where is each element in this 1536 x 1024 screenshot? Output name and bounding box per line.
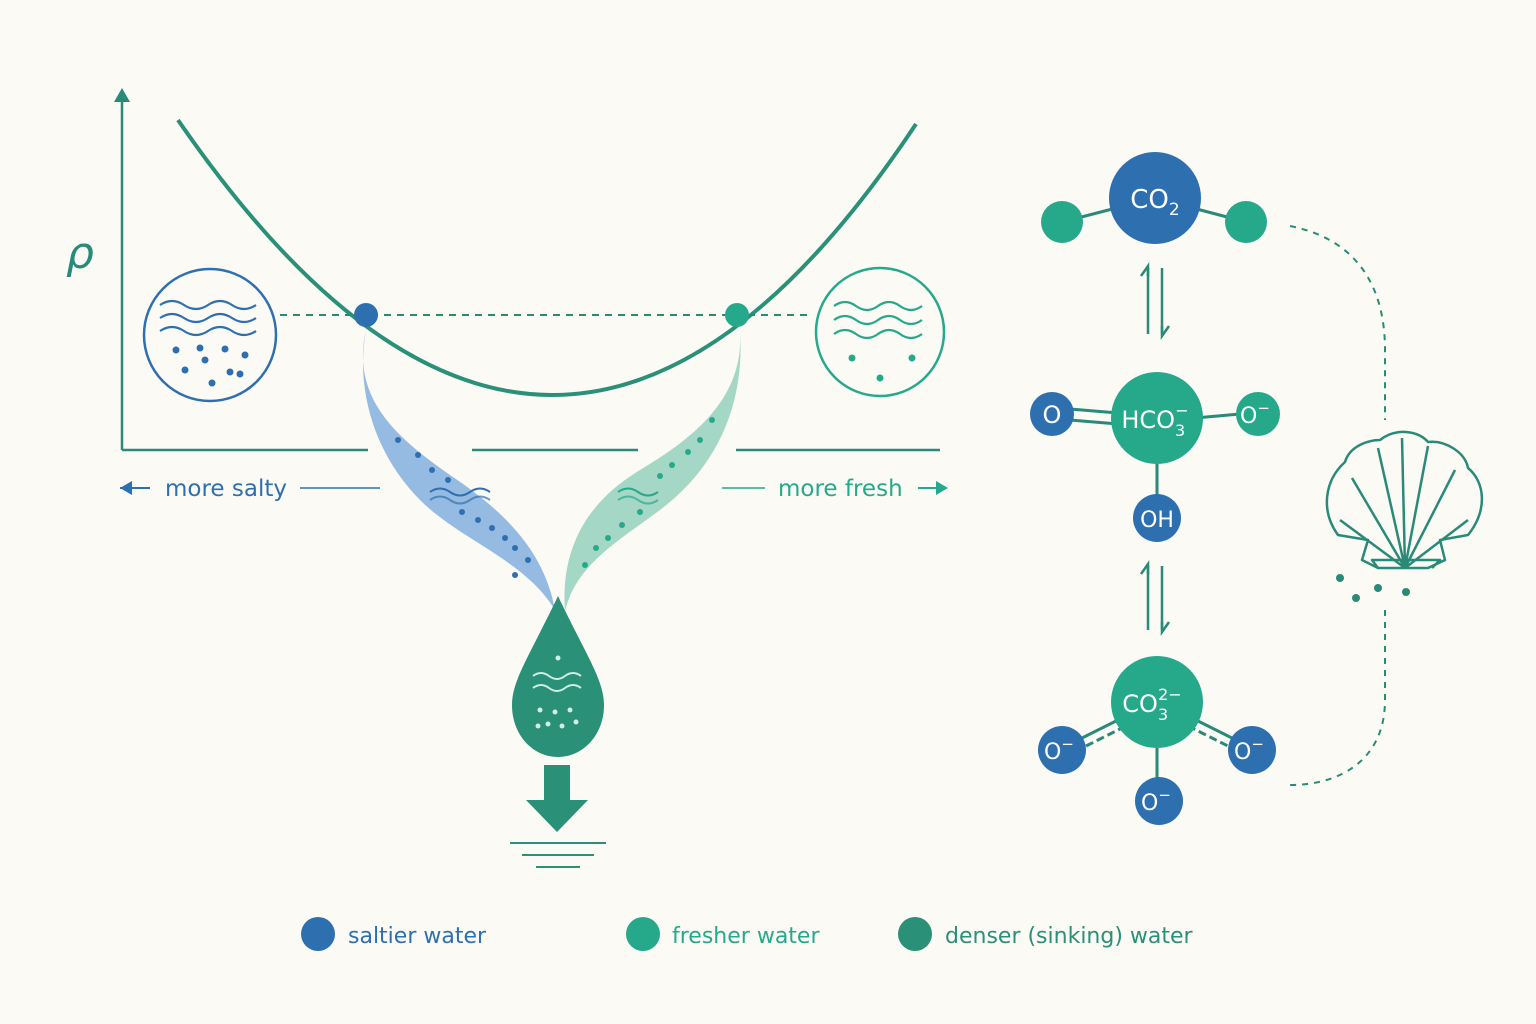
more-fresh-label: more fresh xyxy=(778,476,903,502)
co2-left-atom xyxy=(1041,201,1083,243)
more-fresh-label-group: more fresh xyxy=(722,476,948,502)
carbonate-oxide-left-label: O− xyxy=(1044,735,1074,765)
sink-arrow-icon xyxy=(510,765,606,868)
arrow-right-head-icon xyxy=(936,481,948,495)
legend-label-denser: denser (sinking) water xyxy=(945,924,1194,949)
legend-label-saltier: saltier water xyxy=(348,924,487,949)
co2-molecule: CO2 xyxy=(1041,152,1267,244)
bicarbonate-molecule: O HCO3− O− OH xyxy=(1030,372,1280,542)
more-salty-label-group: more salty xyxy=(120,476,380,502)
salty-point xyxy=(354,303,378,327)
legend: saltier water fresher water denser (sink… xyxy=(301,917,1194,951)
cycle-path-bottom xyxy=(1289,610,1386,786)
salty-stream xyxy=(362,330,555,610)
shell-particles xyxy=(1336,574,1410,602)
fresh-stream xyxy=(564,330,741,612)
carbonate-center xyxy=(1111,656,1203,748)
legend-swatch-fresher xyxy=(626,917,660,951)
legend-item-denser: denser (sinking) water xyxy=(898,917,1194,951)
y-axis-label: ρ xyxy=(66,228,94,279)
arrow-left-head-icon xyxy=(120,481,132,495)
fresh-water-icon xyxy=(814,266,946,398)
carbonate-chemistry: CO2 O HCO3− O− OH xyxy=(1030,152,1484,825)
density-graph: ρ xyxy=(66,88,948,868)
carbonate-label: CO32− xyxy=(1122,685,1181,724)
hydroxyl-atom xyxy=(1133,494,1181,542)
more-salty-label: more salty xyxy=(165,476,287,502)
equilibrium-arrows-icon xyxy=(1139,262,1171,340)
fresh-point xyxy=(725,303,749,327)
oxide-label: O− xyxy=(1240,399,1270,429)
carbonate-oxide-right xyxy=(1228,726,1276,774)
legend-label-fresher: fresher water xyxy=(672,924,820,949)
carbonate-oxide-bottom-label: O− xyxy=(1141,786,1171,816)
legend-swatch-denser xyxy=(898,917,932,951)
carbonate-oxide-left xyxy=(1038,726,1086,774)
oxygen-label: O xyxy=(1043,401,1062,429)
carbonate-oxide-bottom xyxy=(1135,777,1183,825)
equilibrium-arrows-icon-2 xyxy=(1139,560,1171,636)
cycle-path-top xyxy=(1289,225,1386,420)
salty-water-icon xyxy=(142,267,278,403)
hydroxyl-label: OH xyxy=(1140,508,1174,533)
carbonate-molecule: CO32− O− O− O− xyxy=(1038,656,1276,825)
y-axis-arrow-icon xyxy=(114,88,130,102)
bicarbonate-center xyxy=(1111,372,1203,464)
oxygen-atom xyxy=(1030,392,1074,436)
carbonate-oxide-right-label: O− xyxy=(1234,735,1264,765)
legend-swatch-saltier xyxy=(301,917,335,951)
oxide-atom xyxy=(1236,392,1280,436)
legend-item-fresher: fresher water xyxy=(626,917,820,951)
bicarbonate-label: HCO3− xyxy=(1121,401,1188,440)
legend-item-saltier: saltier water xyxy=(301,917,487,951)
co2-right-atom xyxy=(1225,201,1267,243)
density-curve xyxy=(176,118,918,397)
seashell-icon xyxy=(1325,430,1484,570)
water-drop-icon xyxy=(512,596,604,757)
co2-center-atom xyxy=(1109,152,1201,244)
co2-label: CO2 xyxy=(1130,185,1179,220)
